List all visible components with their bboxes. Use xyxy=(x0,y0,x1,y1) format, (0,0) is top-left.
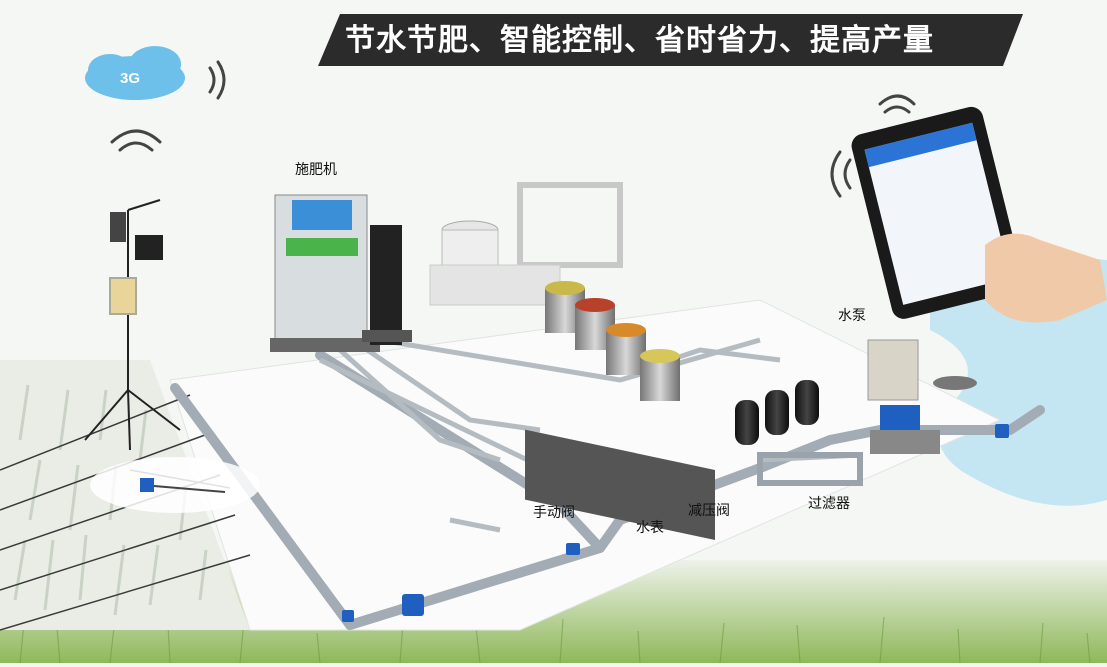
water-pond xyxy=(930,258,1107,506)
cloud-label: 3G xyxy=(120,70,141,87)
signal-icon xyxy=(110,60,916,198)
soil-sensor xyxy=(140,478,226,493)
filter-units xyxy=(735,380,863,486)
weather-station xyxy=(84,199,181,451)
banner-background xyxy=(318,14,1023,66)
grass-blades xyxy=(19,616,1091,664)
fertilizer-machine xyxy=(270,194,412,352)
stock-tank xyxy=(429,182,623,306)
water-pump xyxy=(867,339,977,454)
banner-title: 节水节肥、智能控制、省时省力、提高产量 xyxy=(345,23,934,58)
label-water-meter: 水表 xyxy=(636,520,664,536)
label-fertilizer-machine: 施肥机 xyxy=(295,162,337,178)
label-pressure-reducing-valve: 减压阀 xyxy=(688,503,730,519)
sensor-pad xyxy=(90,457,260,513)
fertilizer-buckets xyxy=(525,281,715,540)
label-water-pump: 水泵 xyxy=(838,308,866,324)
label-manual-valve: 手动阀 xyxy=(533,505,575,521)
smartphone xyxy=(851,106,1024,319)
hand xyxy=(985,233,1107,323)
cloud-3g xyxy=(85,46,185,100)
label-filter: 过滤器 xyxy=(808,496,850,512)
